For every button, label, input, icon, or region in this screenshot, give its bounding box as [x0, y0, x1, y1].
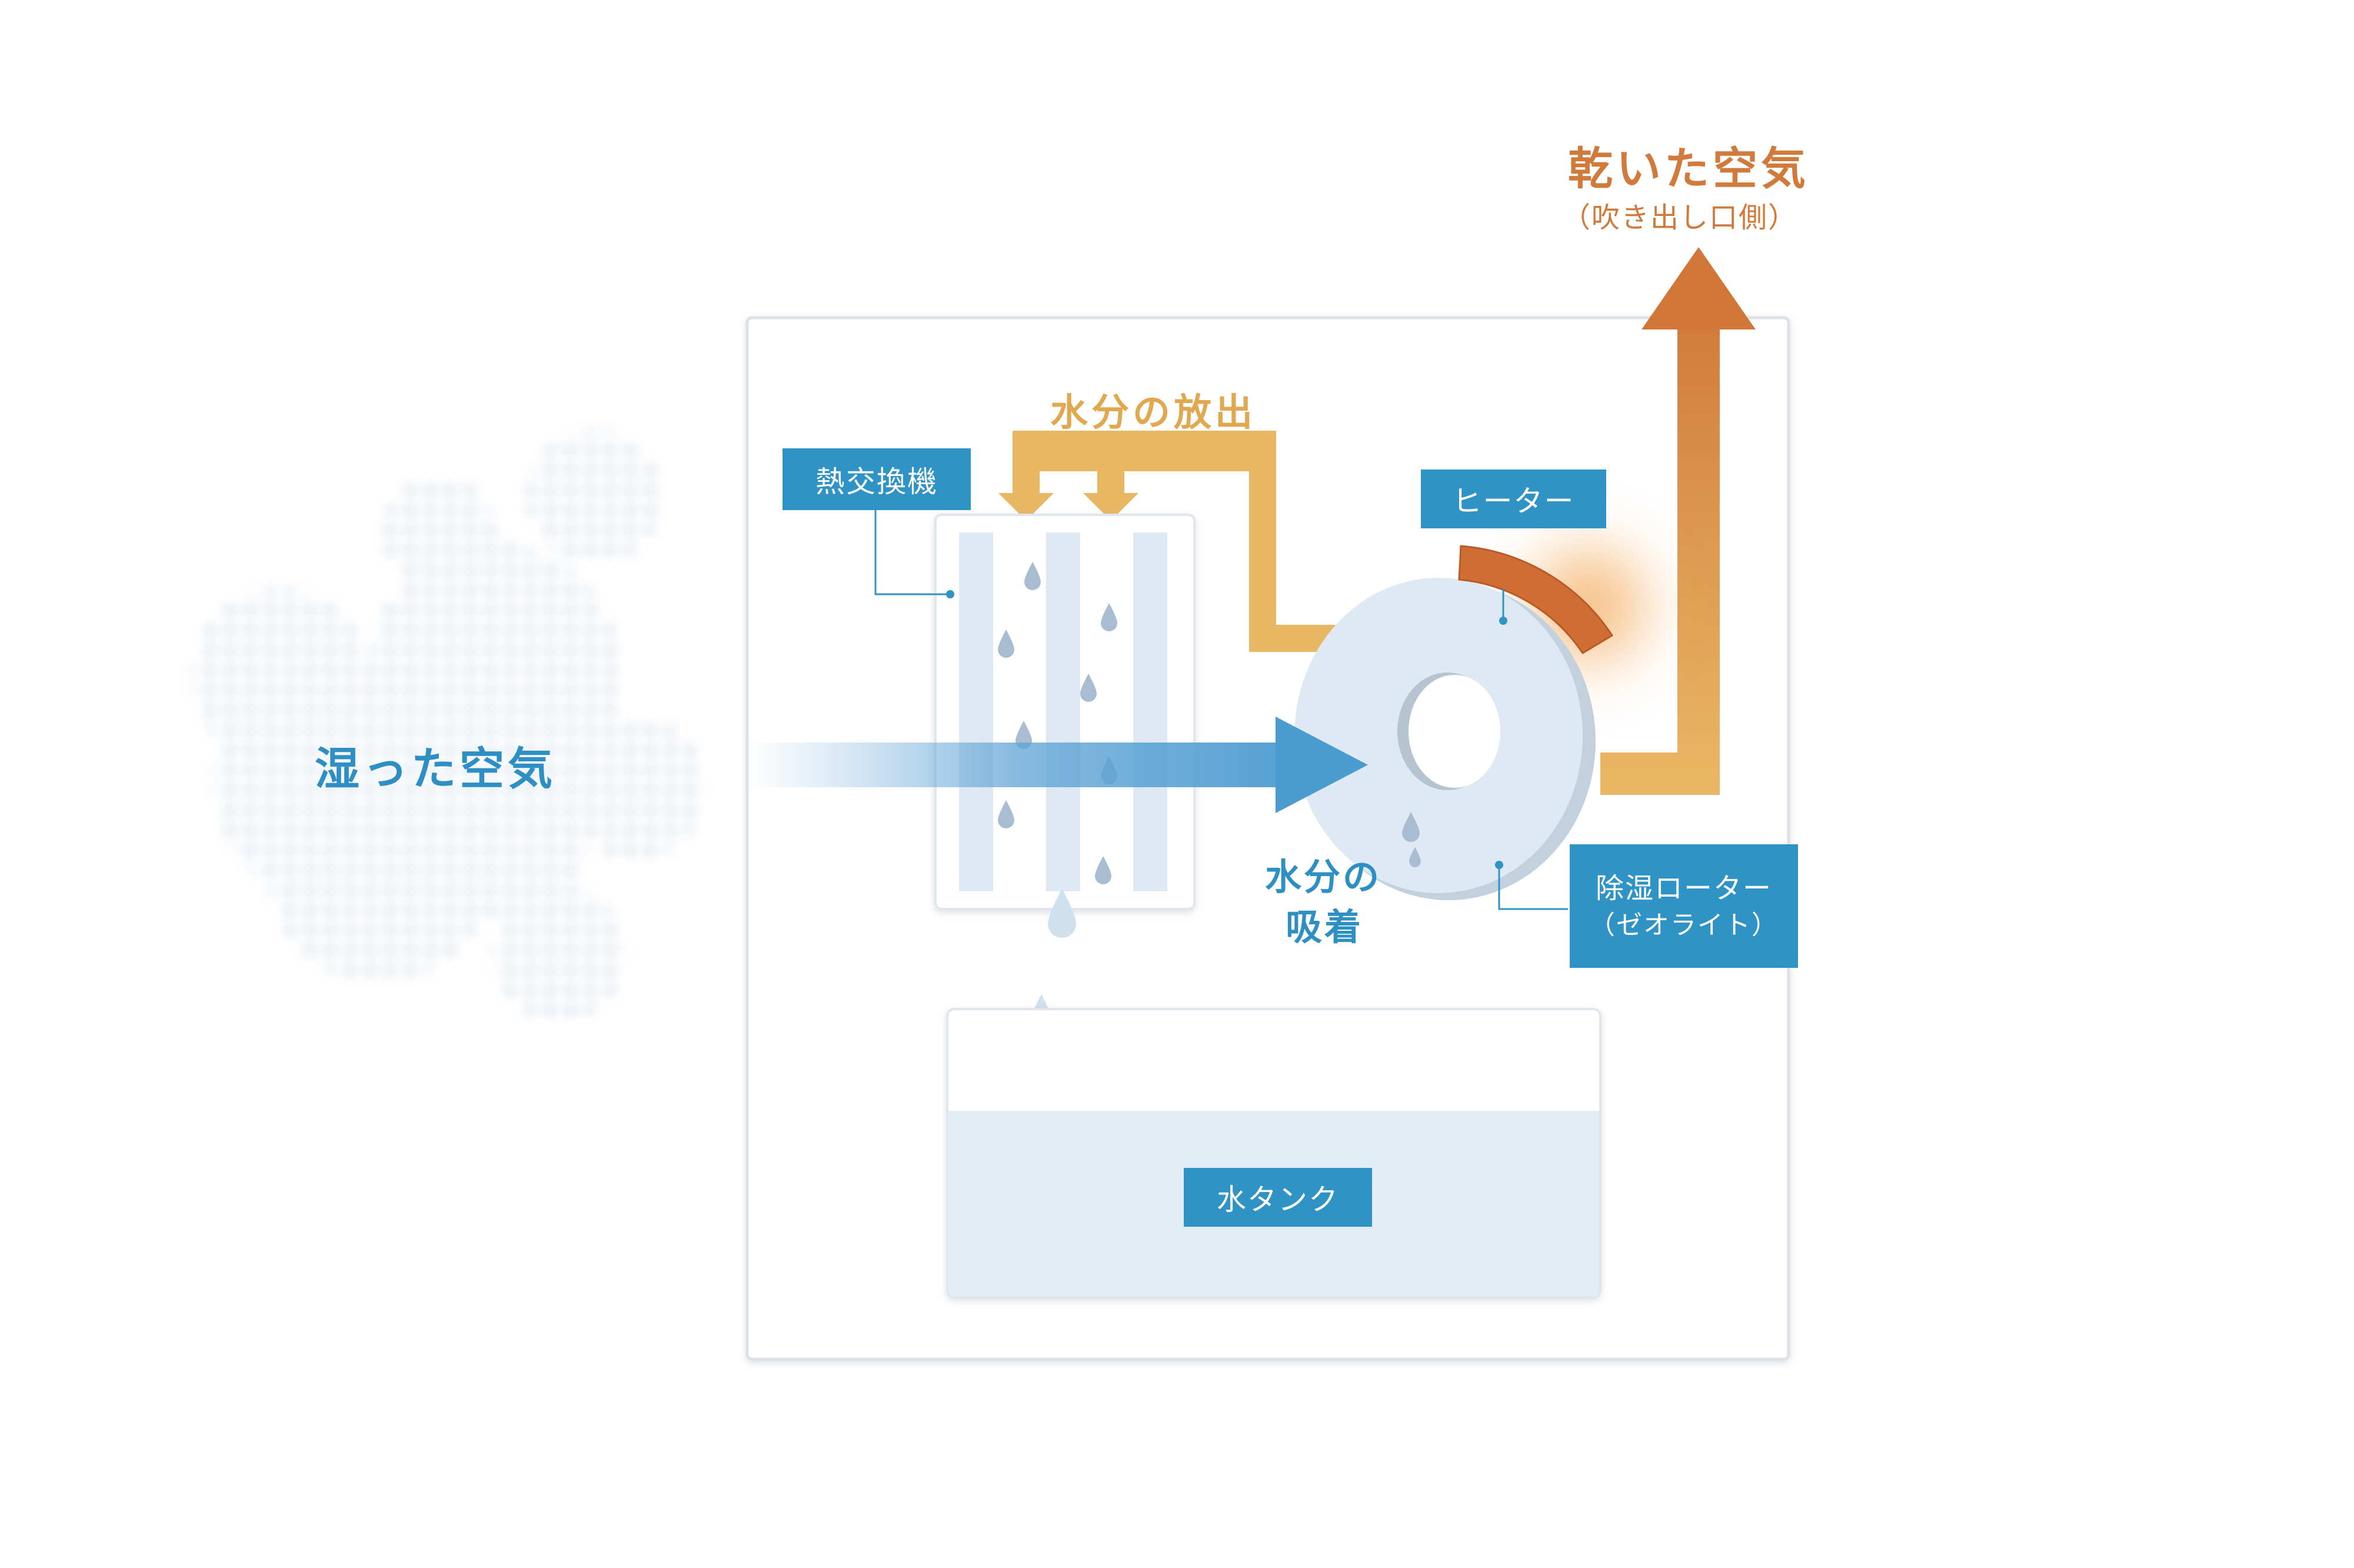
rotor-label-line2: （ゼオライト）	[1589, 910, 1779, 940]
humid-air-cloud	[191, 430, 706, 1021]
callout-lines	[874, 509, 1568, 910]
callout-dots	[946, 590, 1507, 869]
dry-air-arrowhead	[1642, 247, 1756, 329]
rotor-label: 除湿ローター （ゼオライト）	[1570, 844, 1798, 968]
dry-air-duct	[1600, 329, 1720, 795]
air-flow-arrowhead	[1276, 717, 1368, 813]
moisture-release-label: 水分の放出	[1050, 391, 1256, 435]
heat-exchanger-label: 熱交換機	[783, 448, 971, 510]
moisture-adsorb-label-line2: 吸着	[1286, 905, 1364, 948]
dehumidifying-rotor	[1294, 578, 1596, 900]
release-arrowhead-left	[998, 493, 1054, 521]
release-arrowhead-right	[1083, 493, 1138, 521]
humid-air-label: 湿った空気	[315, 743, 556, 795]
water-tank-label: 水タンク	[1184, 1168, 1372, 1227]
water-tank	[946, 1008, 1601, 1299]
release-top-bar	[1013, 444, 1276, 471]
heater-label: ヒーター	[1421, 470, 1606, 528]
moisture-adsorb-label-line1: 水分の	[1265, 855, 1382, 898]
dry-air-label: 乾いた空気	[1568, 142, 1809, 195]
rotor-label-line1: 除湿ローター	[1595, 871, 1772, 905]
air-flow-arrow-body	[747, 743, 1288, 787]
dry-air-sublabel: （吹き出し口側）	[1562, 201, 1798, 234]
heat-exchanger	[934, 514, 1196, 910]
